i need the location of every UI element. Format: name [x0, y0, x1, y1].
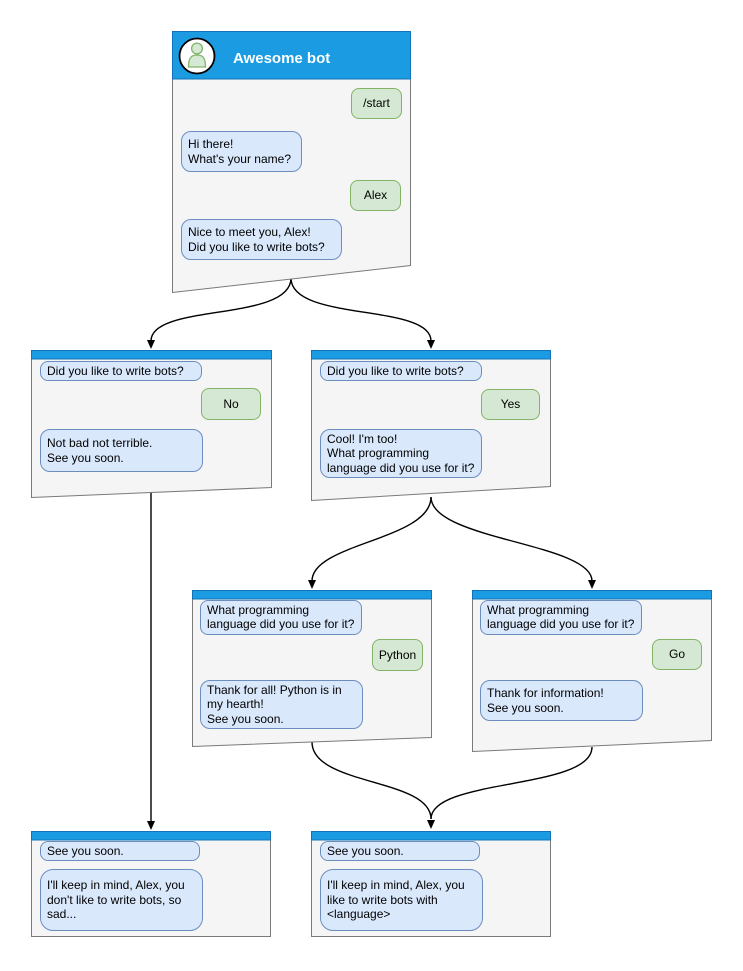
bot-message-bubble: What programming language did you use fo…	[200, 600, 362, 635]
message-text: See you soon.	[47, 844, 124, 858]
person-icon	[187, 42, 207, 68]
user-message-bubble: Python	[372, 639, 423, 671]
arrowhead-no-to-end-no	[147, 821, 155, 830]
message-text: Cool! I'm too! What programming language…	[327, 432, 475, 475]
user-message-bubble: No	[201, 388, 261, 420]
message-text: What programming language did you use fo…	[487, 603, 635, 632]
arrowhead-root-to-yes	[427, 340, 435, 349]
arrowhead-root-to-no	[147, 340, 155, 349]
message-text: Did you like to write bots?	[47, 364, 184, 378]
message-text: What programming language did you use fo…	[207, 603, 355, 632]
arrowhead-yes-to-go	[588, 580, 596, 589]
chat-window-branch-python: What programming language did you use fo…	[192, 590, 432, 747]
message-text: Go	[668, 647, 685, 662]
bot-message-bubble: I'll keep in mind, Alex, you like to wri…	[320, 869, 483, 931]
user-message-bubble: /start	[351, 88, 402, 119]
chat-window-branch-no: Did you like to write bots? No Not bad n…	[31, 350, 272, 498]
arrowhead-end-yes	[427, 820, 435, 829]
bot-message-bubble: Thank for all! Python is in my hearth! S…	[200, 680, 363, 730]
bot-message-bubble: Not bad not terrible. See you soon.	[40, 429, 203, 472]
bot-message-bubble: What programming language did you use fo…	[480, 600, 642, 635]
bot-message-bubble: Cool! I'm too! What programming language…	[320, 429, 482, 479]
message-text: Yes	[500, 397, 521, 412]
message-text: Nice to meet you, Alex! Did you like to …	[188, 225, 325, 254]
message-text: Hi there! What's your name?	[188, 137, 292, 166]
chat-window-branch-go: What programming language did you use fo…	[472, 590, 712, 752]
user-message-bubble: Go	[652, 639, 702, 670]
user-message-bubble: Alex	[350, 180, 401, 211]
bot-message-bubble: Hi there! What's your name?	[181, 131, 302, 172]
chat-window-end-no: See you soon. I'll keep in mind, Alex, y…	[31, 831, 271, 937]
bot-message-bubble: Thank for information! See you soon.	[480, 680, 643, 721]
message-text: Thank for information! See you soon.	[487, 686, 604, 715]
bot-message-bubble: See you soon.	[40, 841, 200, 862]
message-text: Did you like to write bots?	[327, 364, 464, 378]
message-text: /start	[363, 96, 390, 111]
message-text: Python	[378, 647, 417, 662]
message-text: Not bad not terrible. See you soon.	[47, 436, 153, 465]
bot-title: Awesome bot	[233, 50, 331, 67]
edge-yes-to-python	[311, 496, 432, 582]
edge-go-to-end-yes	[430, 746, 593, 820]
bot-message-bubble: Did you like to write bots?	[320, 361, 482, 382]
bot-message-bubble: Did you like to write bots?	[40, 361, 202, 382]
chat-window-branch-yes: Did you like to write bots? Yes Cool! I'…	[311, 350, 551, 501]
message-text: Alex	[363, 188, 388, 203]
edge-python-to-end-yes	[311, 741, 432, 820]
message-text: Thank for all! Python is in my hearth! S…	[207, 683, 342, 726]
user-message-bubble: Yes	[481, 389, 540, 420]
bot-message-bubble: See you soon.	[320, 841, 480, 862]
message-text: No	[223, 396, 239, 411]
edge-yes-to-go	[430, 496, 593, 582]
message-text: I'll keep in mind, Alex, you don't like …	[47, 878, 185, 922]
bot-message-bubble: I'll keep in mind, Alex, you don't like …	[40, 869, 203, 931]
chat-window-end-yes: See you soon. I'll keep in mind, Alex, y…	[311, 831, 551, 937]
arrowhead-yes-to-python	[308, 580, 316, 589]
bot-message-bubble: Nice to meet you, Alex! Did you like to …	[181, 219, 342, 260]
message-text: See you soon.	[327, 844, 404, 858]
bot-avatar	[178, 37, 216, 75]
chat-window-root: Awesome bot /start Hi there! What's your…	[172, 31, 411, 293]
message-text: I'll keep in mind, Alex, you like to wri…	[327, 878, 465, 922]
